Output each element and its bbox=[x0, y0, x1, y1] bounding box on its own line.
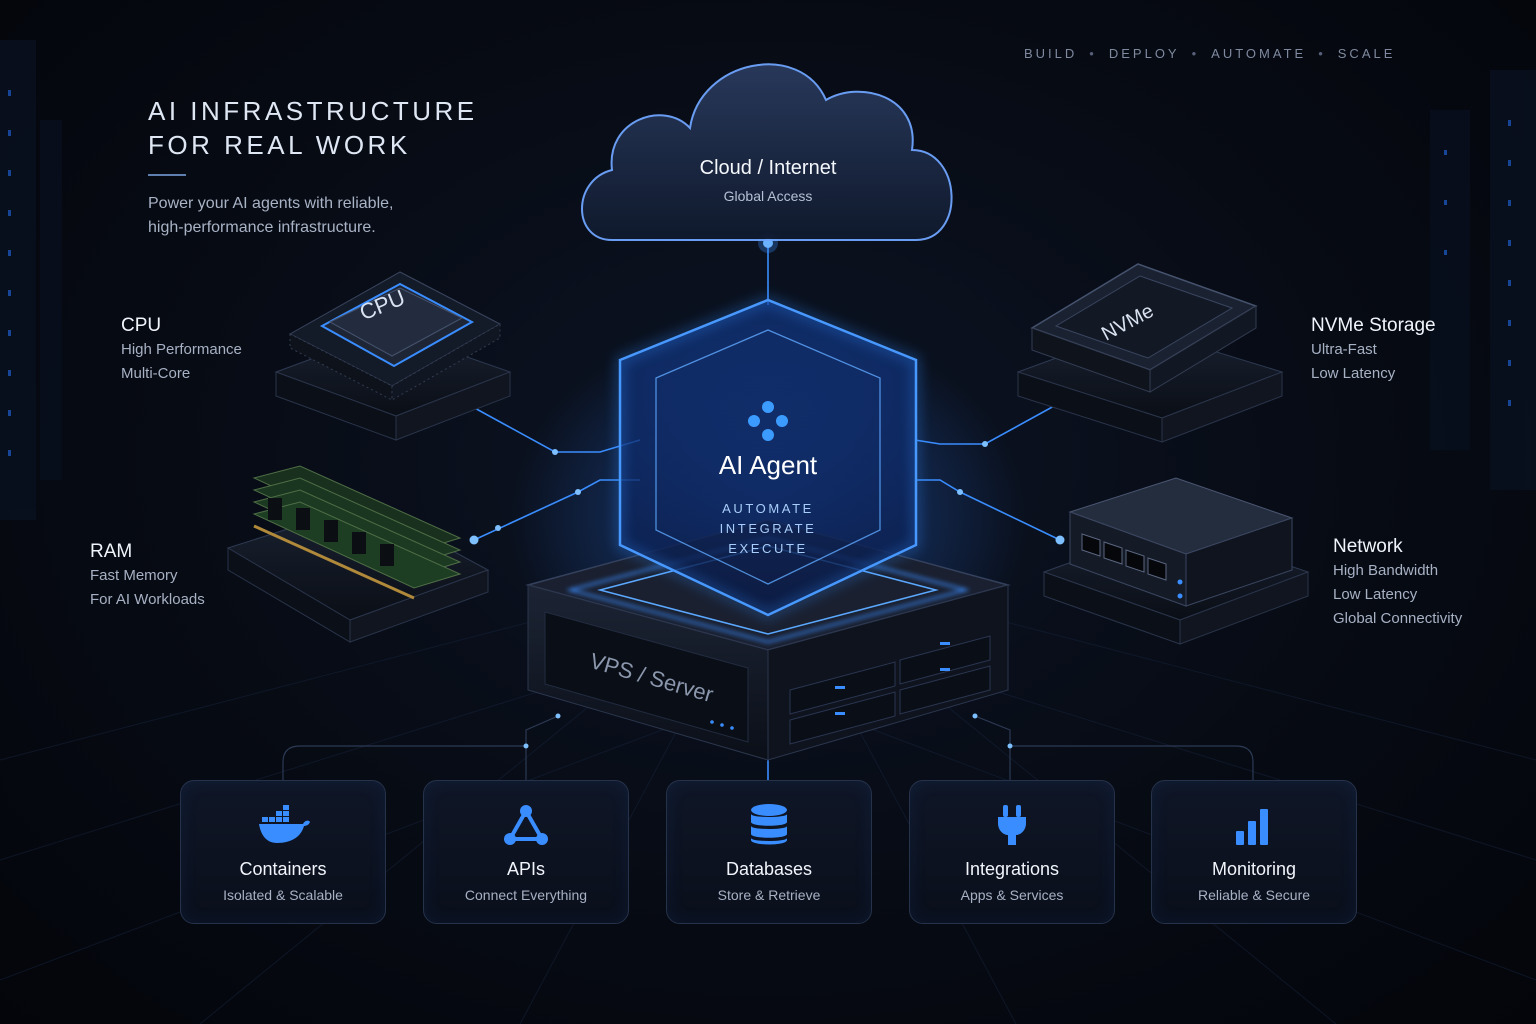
nvme-drive bbox=[1016, 263, 1284, 443]
card-integrations: Integrations Apps & Services bbox=[909, 780, 1115, 924]
card-containers: Containers Isolated & Scalable bbox=[180, 780, 386, 924]
card-monitoring-title: Monitoring bbox=[1211, 859, 1297, 879]
network-line-2: Low Latency bbox=[1333, 586, 1418, 603]
ram-label-group: RAM Fast Memory For AI Workloads bbox=[90, 540, 205, 612]
network-switch bbox=[1042, 477, 1310, 645]
connector-lines-dim bbox=[282, 715, 1254, 780]
cpu-line-1: High Performance bbox=[121, 341, 242, 358]
cloud-title: Cloud / Internet bbox=[699, 157, 837, 179]
network-line-3: Global Connectivity bbox=[1333, 610, 1463, 627]
card-databases-subtitle: Store & Retrieve bbox=[717, 887, 821, 903]
ram-line-2: For AI Workloads bbox=[90, 591, 205, 608]
page-subtitle-line-2: high-performance infrastructure. bbox=[148, 219, 376, 236]
network-line-1: High Bandwidth bbox=[1333, 562, 1439, 579]
cloud-shape bbox=[581, 63, 953, 242]
page-title: AI INFRASTRUCTURE FOR REAL WORK bbox=[148, 94, 478, 162]
server-status-leds bbox=[710, 642, 950, 730]
card-containers-subtitle: Isolated & Scalable bbox=[223, 887, 343, 903]
tagline-scale: SCALE bbox=[1337, 46, 1396, 61]
api-nodes-icon bbox=[424, 803, 628, 847]
card-monitoring: Monitoring Reliable & Secure bbox=[1151, 780, 1357, 924]
agent-line-execute: EXECUTE bbox=[728, 541, 808, 556]
card-databases-title: Databases bbox=[725, 859, 813, 879]
ai-agent-cube bbox=[616, 295, 920, 620]
cpu-chip bbox=[274, 271, 512, 441]
cpu-label-group: CPU High Performance Multi-Core bbox=[121, 314, 242, 386]
ai-agent-logo-icon bbox=[748, 401, 788, 441]
docker-whale-icon bbox=[181, 803, 385, 847]
card-apis-subtitle: Connect Everything bbox=[464, 887, 588, 903]
nvme-title: NVMe Storage bbox=[1311, 315, 1436, 336]
background-server-rack-left bbox=[0, 40, 62, 520]
tagline-separator: • bbox=[1318, 46, 1326, 61]
background-server-rack-right bbox=[1430, 70, 1536, 490]
card-integrations-subtitle: Apps & Services bbox=[960, 887, 1064, 903]
page-title-line-2: FOR REAL WORK bbox=[148, 130, 411, 160]
plug-icon bbox=[910, 803, 1114, 847]
ram-module bbox=[226, 465, 490, 643]
tagline: BUILD • DEPLOY • AUTOMATE • SCALE bbox=[1024, 46, 1395, 61]
title-divider bbox=[148, 174, 186, 176]
card-containers-title: Containers bbox=[239, 859, 327, 879]
tagline-separator: • bbox=[1191, 46, 1200, 61]
network-title: Network bbox=[1333, 536, 1403, 557]
page-subtitle: Power your AI agents with reliable, high… bbox=[148, 192, 468, 240]
nvme-line-2: Low Latency bbox=[1311, 365, 1396, 382]
tagline-separator: • bbox=[1089, 46, 1097, 61]
ram-line-1: Fast Memory bbox=[90, 567, 178, 584]
nvme-label-group: NVMe Storage Ultra-Fast Low Latency bbox=[1311, 314, 1436, 386]
ram-title: RAM bbox=[90, 541, 133, 562]
cpu-title: CPU bbox=[121, 315, 162, 336]
network-label-group: Network High Bandwidth Low Latency Globa… bbox=[1333, 535, 1462, 631]
card-databases: Databases Store & Retrieve bbox=[666, 780, 872, 924]
tagline-deploy: DEPLOY bbox=[1108, 46, 1180, 61]
cpu-line-2: Multi-Core bbox=[121, 365, 191, 382]
database-icon bbox=[667, 803, 871, 847]
page-title-line-1: AI INFRASTRUCTURE bbox=[148, 96, 478, 126]
tagline-build: BUILD bbox=[1024, 46, 1078, 61]
bar-chart-icon bbox=[1152, 803, 1356, 847]
nvme-line-1: Ultra-Fast bbox=[1311, 341, 1377, 358]
cloud-subtitle: Global Access bbox=[723, 188, 813, 204]
card-apis: APIs Connect Everything bbox=[423, 780, 629, 924]
agent-line-automate: AUTOMATE bbox=[722, 501, 814, 516]
tagline-automate: AUTOMATE bbox=[1211, 46, 1307, 61]
page-subtitle-line-1: Power your AI agents with reliable, bbox=[148, 195, 394, 212]
card-integrations-title: Integrations bbox=[964, 859, 1060, 879]
agent-line-integrate: INTEGRATE bbox=[719, 521, 817, 536]
card-apis-title: APIs bbox=[506, 859, 545, 879]
card-monitoring-subtitle: Reliable & Secure bbox=[1197, 887, 1311, 903]
agent-title: AI Agent bbox=[718, 450, 818, 480]
